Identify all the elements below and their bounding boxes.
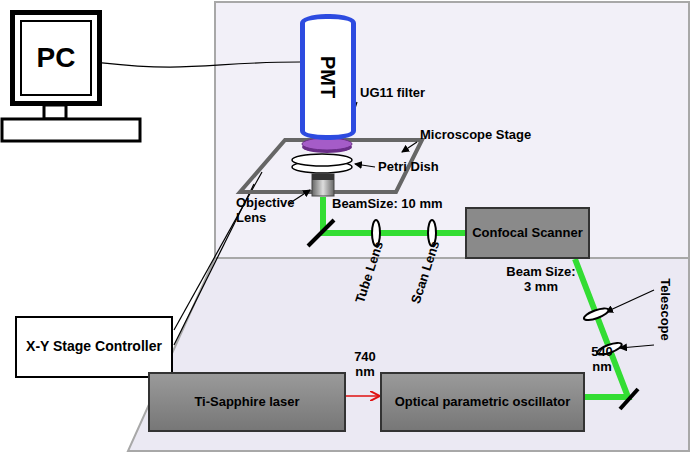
leader-line: [620, 345, 654, 348]
part-label: BeamSize: 10 mm: [332, 197, 443, 212]
floor: [128, 258, 689, 451]
node-text: Optical parametric oscillator: [395, 395, 571, 409]
part-label: Telescope: [658, 269, 673, 349]
monitor-neck: [44, 105, 66, 119]
pmt-detector: PMT: [300, 14, 356, 140]
pc-monitor: PC: [10, 10, 102, 106]
part-label: 740 nm: [349, 350, 381, 380]
part-label: UG11 filter: [360, 86, 425, 101]
node-text: Ti-Sapphire laser: [194, 395, 299, 409]
mirror: [308, 220, 334, 246]
part-label: Beam Size: 3 mm: [505, 265, 577, 295]
node-text: Confocal Scanner: [472, 226, 583, 240]
part-label: Petri Dish: [378, 160, 439, 175]
mirror: [620, 389, 638, 409]
part-label: Objective Lens: [236, 196, 296, 226]
part-label: 540 nm: [586, 345, 618, 375]
stage-controller: X-Y Stage Controller: [15, 316, 173, 378]
leader-line: [355, 164, 375, 167]
back-wall: [215, 2, 689, 258]
pc-base: [2, 119, 140, 141]
objective-lens: [312, 174, 334, 196]
objective-lens: [312, 174, 334, 180]
laser-arrow: [346, 395, 379, 397]
part-label: Microscope Stage: [420, 128, 531, 143]
node-text: PMT: [317, 56, 339, 98]
laser-beam: [323, 197, 465, 233]
leader-line: [606, 290, 654, 312]
cable: [102, 62, 300, 67]
opo-box: Optical parametric oscillator: [380, 372, 585, 432]
node-text: X-Y Stage Controller: [26, 339, 162, 354]
scanner-box: Confocal Scanner: [465, 207, 590, 259]
laser-box: Ti-Sapphire laser: [148, 372, 346, 432]
telescope-lens: [583, 306, 610, 322]
leader-line: [402, 142, 417, 152]
petri-dish: [292, 154, 352, 166]
node-text: PC: [37, 43, 76, 74]
